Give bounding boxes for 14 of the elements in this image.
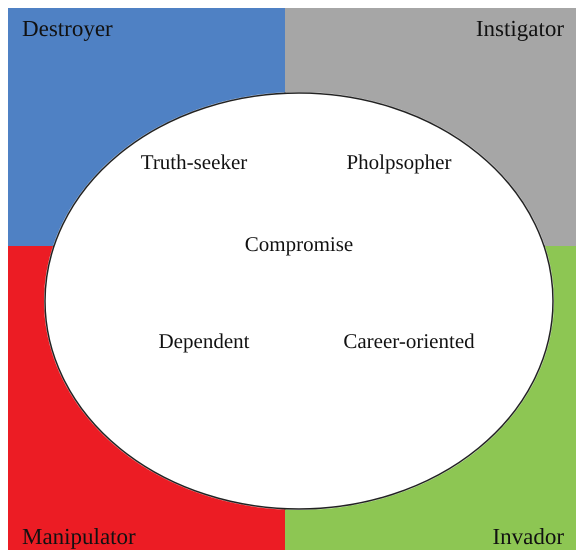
quadrant-panel [8,8,285,92]
quadrant-label: Manipulator [22,524,136,550]
quadrant-panel [285,510,576,550]
trait-label: Career-oriented [343,329,475,354]
quadrant-label: Destroyer [22,16,113,42]
trait-label: Compromise [244,232,354,257]
quadrant-panel [8,510,285,550]
quadrant-label: Instigator [476,16,564,42]
trait-label: Truth-seeker [140,150,248,175]
center-ellipse [44,92,554,510]
quadrant-label: Invador [492,524,564,550]
quadrant-panel [285,8,576,92]
trait-label: Pholpsopher [346,150,452,175]
trait-label: Dependent [158,329,250,354]
